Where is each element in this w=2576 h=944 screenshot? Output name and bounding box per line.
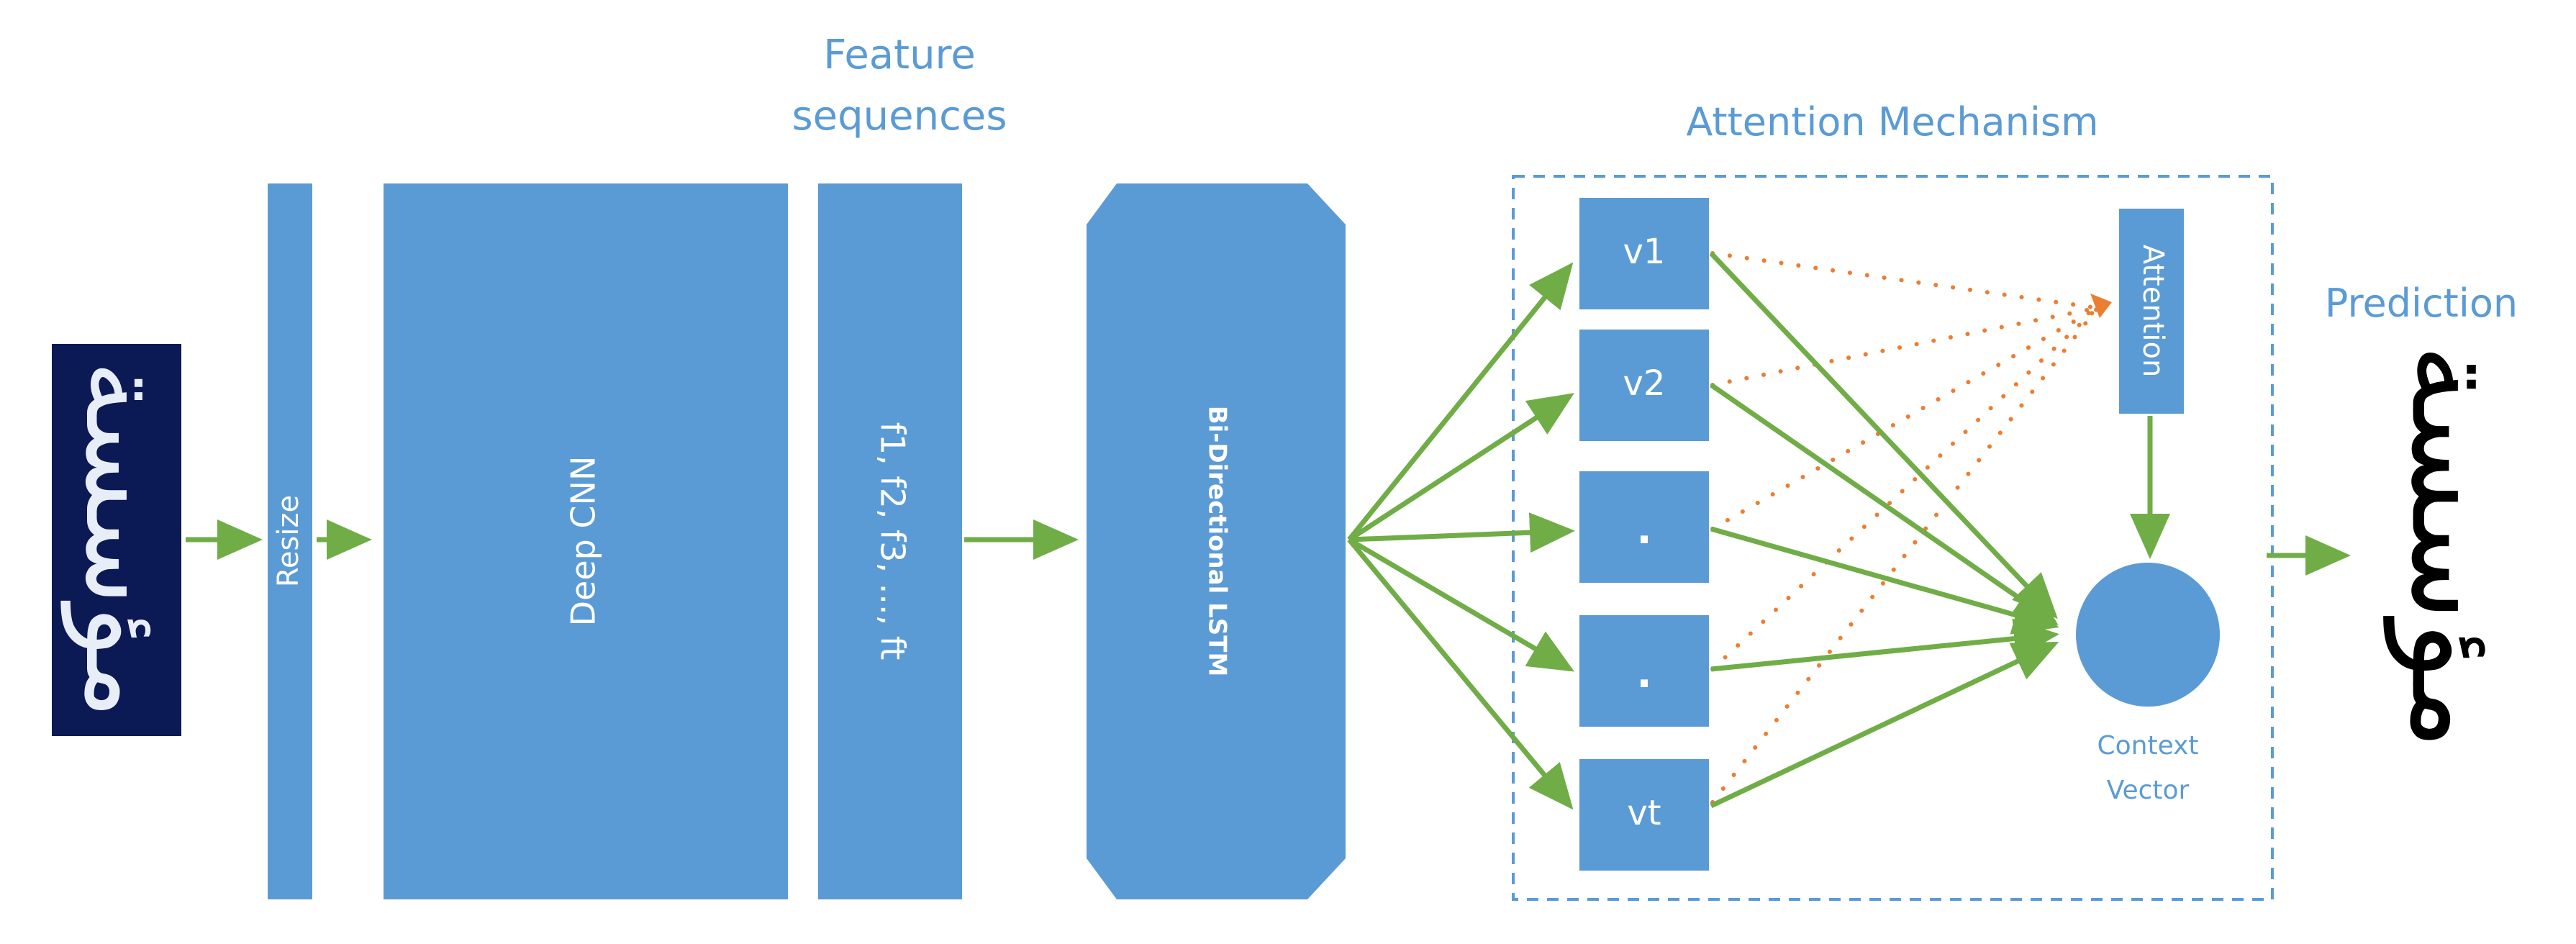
arrow-lstm-to-vt — [1347, 537, 1574, 810]
vector-box-v3 — [1579, 471, 1709, 583]
attention-mechanism-box — [1512, 175, 2274, 901]
context-vector-label-line1: Context — [2097, 731, 2198, 761]
vector-box-v2 — [1579, 330, 1709, 441]
arrow-vt-to-context — [1710, 641, 2059, 809]
arrow-lstm-to-v2 — [1348, 393, 1574, 542]
vector-label-v4: . — [1636, 650, 1651, 697]
bilstm-label: Bi-Directional LSTM — [1203, 406, 1232, 677]
attention-dots-v1 — [1710, 251, 2100, 310]
attention-dots-vt — [1710, 306, 2100, 804]
vector-boxes: v1 v2 . . vt — [1579, 198, 1709, 871]
input-image-background — [52, 344, 181, 736]
arrow-v3-to-context — [1710, 526, 2059, 635]
vector-box-v1 — [1579, 198, 1709, 309]
arrow-v1-to-context — [1709, 251, 2058, 620]
resize-block — [268, 183, 312, 899]
vector-label-v1: v1 — [1623, 232, 1666, 272]
vector-label-vt: vt — [1627, 793, 1661, 833]
attention-weight-dots — [1710, 251, 2112, 804]
input-word-image: مؤسسة — [52, 344, 186, 736]
vector-box-vt — [1579, 759, 1709, 871]
arrow-lstm-to-v3 — [1348, 512, 1575, 553]
feature-sequences-title-line2: sequences — [792, 93, 1007, 140]
attention-dots-v2 — [1710, 306, 2100, 387]
arrow-v4-to-context — [1710, 618, 2059, 672]
deep-cnn-label: Deep CNN — [564, 456, 603, 627]
deep-cnn-block — [384, 183, 788, 899]
feature-sequences-title-line1: Feature — [823, 32, 976, 78]
lstm-to-vector-arrows — [1347, 262, 1575, 810]
arrow-v2-to-context — [1710, 383, 2059, 625]
bilstm-block — [1087, 183, 1346, 899]
vector-label-v2: v2 — [1623, 363, 1666, 404]
attention-mechanism-title: Attention Mechanism — [1686, 99, 2098, 145]
predicted-arabic-word: مؤسسة — [2383, 344, 2526, 750]
input-arabic-word: مؤسسة — [60, 360, 186, 719]
context-vector-label-line2: Vector — [2107, 776, 2190, 805]
vector-to-context-arrows — [1709, 251, 2059, 809]
attention-dots-v4 — [1710, 306, 2100, 671]
feature-sequences-content: f1, f2, f3, ..., ft — [874, 422, 912, 661]
context-vector-circle — [2076, 563, 2220, 707]
prediction-title: Prediction — [2325, 281, 2518, 326]
attention-block — [2119, 209, 2184, 414]
vector-label-v3: . — [1636, 507, 1651, 553]
arrow-lstm-to-v1 — [1347, 262, 1574, 542]
attention-dots-head — [2090, 294, 2112, 318]
attention-dots-v3 — [1710, 306, 2100, 531]
feature-sequences-block — [818, 183, 962, 899]
resize-label: Resize — [272, 495, 305, 587]
attention-block-label: Attention — [2136, 245, 2169, 378]
vector-box-v4 — [1579, 615, 1709, 727]
arrow-lstm-to-v4 — [1348, 537, 1575, 672]
